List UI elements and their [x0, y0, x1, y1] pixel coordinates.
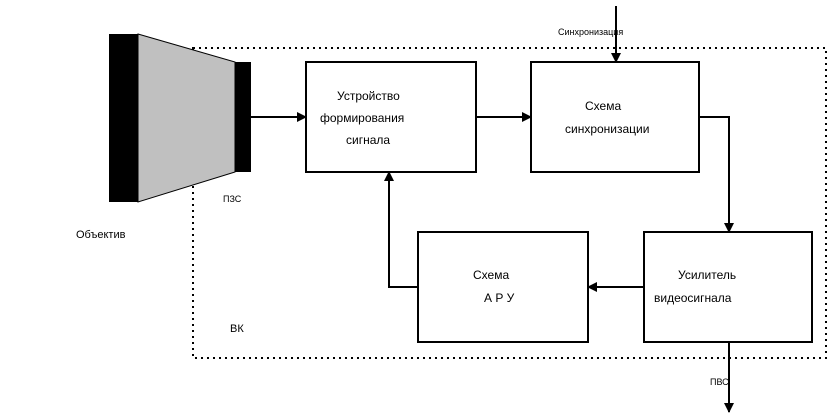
lens-front-rim	[109, 34, 138, 202]
video-amplifier-line-1: Усилитель	[678, 268, 736, 282]
video-amplifier-line-2: видеосигнала	[654, 291, 732, 305]
agc-circuit-box	[417, 231, 589, 343]
ccd-sensor	[235, 62, 251, 172]
sync-circuit-line-1: Схема	[585, 99, 621, 113]
signal-forming-line-3: сигнала	[346, 133, 390, 147]
sync-input-label: Синхронизация	[558, 27, 623, 37]
block-sync-circuit: Схема синхронизации	[530, 61, 700, 173]
lens	[109, 33, 251, 203]
camera-boundary	[192, 47, 827, 359]
output-label: ПВС	[710, 377, 729, 387]
agc-circuit-line-2: А Р У	[484, 291, 515, 305]
lens-label: Объектив	[76, 229, 126, 241]
arrow-sync-to-amplifier	[699, 116, 734, 233]
block-agc-circuit: Схема А Р У	[417, 231, 589, 343]
block-video-amplifier: Усилитель видеосигнала	[643, 231, 813, 343]
signal-forming-line-1: Устройство	[337, 89, 400, 103]
signal-forming-line-2: формирования	[320, 111, 404, 125]
block-signal-forming: Устройство формирования сигнала	[305, 61, 477, 173]
video-amplifier-box	[643, 231, 813, 343]
lens-body	[137, 33, 236, 203]
arrow-agc-to-signal-forming	[384, 171, 418, 288]
sync-circuit-box	[530, 61, 700, 173]
sync-circuit-line-2: синхронизации	[565, 122, 649, 136]
camera-label: ВК	[230, 323, 244, 335]
agc-circuit-line-1: Схема	[473, 268, 509, 282]
ccd-label: ПЗС	[223, 194, 242, 204]
